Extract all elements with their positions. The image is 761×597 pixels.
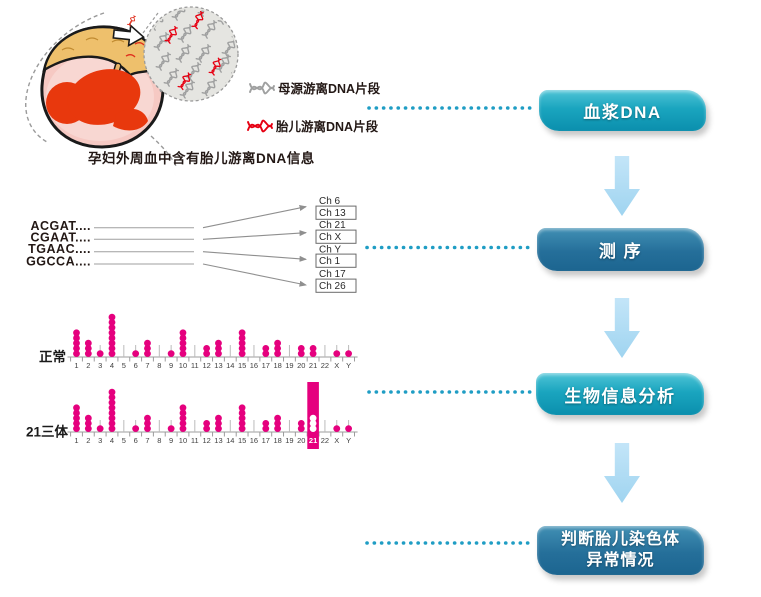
- svg-text:5: 5: [122, 361, 126, 370]
- svg-text:6: 6: [134, 436, 138, 445]
- flow-step-label: 测 序: [598, 242, 643, 261]
- illustration-caption: 孕妇外周血中含有胎儿游离DNA信息: [88, 151, 315, 166]
- sequence-mapping-panel: ACGAT.... CGAAT.... TGAAC.... GGCCA....: [26, 196, 357, 293]
- magnifier-circle: [143, 6, 239, 102]
- flow-step-label: 生物信息分析: [564, 386, 676, 406]
- sequence-read: GGCCA....: [26, 255, 91, 269]
- flow-step-bioinformatics[interactable]: 生物信息分析: [536, 373, 704, 415]
- chart-trisomy21-title: 21三体: [26, 424, 69, 440]
- svg-text:8: 8: [157, 436, 161, 445]
- svg-text:5: 5: [122, 436, 126, 445]
- svg-text:12: 12: [202, 361, 210, 370]
- flow-step-result[interactable]: 判断胎儿染色体 异常情况: [537, 526, 704, 575]
- fetus-illustration: [25, 6, 239, 167]
- svg-text:6: 6: [134, 361, 138, 370]
- svg-text:13: 13: [214, 436, 222, 445]
- svg-text:Ch 17: Ch 17: [319, 269, 346, 280]
- svg-text:7: 7: [145, 361, 149, 370]
- fetus: [46, 69, 148, 131]
- svg-text:10: 10: [179, 361, 187, 370]
- svg-text:4: 4: [110, 436, 114, 445]
- chart-normal-title: 正常: [39, 349, 66, 365]
- svg-text:18: 18: [273, 436, 281, 445]
- flow-step-sequencing[interactable]: 测 序: [537, 228, 704, 271]
- legend-item-maternal: 母源游离DNA片段: [249, 78, 380, 97]
- svg-text:13: 13: [214, 361, 222, 370]
- svg-text:2: 2: [86, 436, 90, 445]
- legend-label: 胎儿游离DNA片段: [276, 120, 379, 134]
- svg-text:Ch X: Ch X: [319, 232, 342, 243]
- svg-text:7: 7: [145, 436, 149, 445]
- svg-text:1: 1: [74, 436, 78, 445]
- svg-text:Ch 1: Ch 1: [319, 256, 341, 267]
- svg-text:9: 9: [169, 361, 173, 370]
- svg-text:14: 14: [226, 436, 234, 445]
- svg-text:22: 22: [321, 361, 329, 370]
- fetal-dna-icon: [247, 119, 273, 132]
- svg-text:22: 22: [321, 436, 329, 445]
- svg-text:X: X: [334, 361, 339, 370]
- chromosome-labels: Ch 6 Ch 13 Ch 21 Ch X Ch Y Ch 1 Ch 17 Ch…: [319, 196, 346, 292]
- svg-text:Y: Y: [346, 436, 351, 445]
- belly-contour-dashed: [25, 12, 105, 143]
- svg-text:Ch 13: Ch 13: [319, 208, 346, 219]
- chromosome-label-boxes: [315, 205, 357, 293]
- svg-text:Ch 21: Ch 21: [319, 220, 346, 231]
- svg-text:12: 12: [202, 436, 210, 445]
- mapping-arrows: [202, 205, 307, 287]
- legend-item-fetal: 胎儿游离DNA片段: [247, 116, 378, 135]
- svg-text:20: 20: [297, 361, 305, 370]
- zoom-arrow-icon: [112, 24, 145, 48]
- svg-text:11: 11: [191, 436, 199, 445]
- svg-text:15: 15: [238, 436, 246, 445]
- svg-text:Ch 6: Ch 6: [319, 196, 341, 207]
- svg-text:16: 16: [250, 361, 258, 370]
- flow-step-label: 血浆DNA: [583, 103, 662, 122]
- svg-text:Ch 26: Ch 26: [319, 281, 346, 292]
- svg-text:18: 18: [273, 361, 281, 370]
- svg-text:17: 17: [262, 361, 270, 370]
- svg-text:9: 9: [169, 436, 173, 445]
- svg-text:X: X: [334, 436, 339, 445]
- svg-text:11: 11: [191, 361, 199, 370]
- svg-text:Ch Y: Ch Y: [319, 245, 341, 256]
- dotted-connectors: [365, 106, 537, 545]
- sequence-read: TGAAC....: [28, 242, 91, 256]
- sequence-read: CGAAT....: [30, 231, 91, 245]
- svg-text:19: 19: [285, 361, 293, 370]
- svg-text:2: 2: [86, 361, 90, 370]
- flow-step-label-line2: 异常情况: [586, 551, 655, 569]
- maternal-dna-icon: [249, 81, 275, 94]
- svg-text:1: 1: [74, 361, 78, 370]
- sampling-dna-bits: [126, 14, 138, 27]
- svg-text:3: 3: [98, 361, 102, 370]
- svg-text:16: 16: [250, 436, 258, 445]
- flow-step-plasma-dna[interactable]: 血浆DNA: [539, 90, 706, 131]
- svg-text:21: 21: [309, 361, 317, 370]
- svg-text:17: 17: [262, 436, 270, 445]
- svg-text:20: 20: [297, 436, 305, 445]
- flow-step-label-line1: 判断胎儿染色体: [560, 530, 680, 548]
- svg-text:21: 21: [309, 436, 317, 445]
- svg-text:19: 19: [285, 436, 293, 445]
- svg-text:4: 4: [110, 361, 114, 370]
- svg-text:3: 3: [98, 436, 102, 445]
- legend-label: 母源游离DNA片段: [278, 82, 381, 96]
- svg-text:8: 8: [157, 361, 161, 370]
- sequence-read: ACGAT....: [30, 219, 91, 233]
- svg-text:14: 14: [226, 361, 234, 370]
- svg-text:15: 15: [238, 361, 246, 370]
- belly-contour-dashed-2: [150, 135, 177, 167]
- svg-text:Y: Y: [346, 361, 351, 370]
- read-leader-lines: [94, 227, 194, 265]
- svg-text:10: 10: [179, 436, 187, 445]
